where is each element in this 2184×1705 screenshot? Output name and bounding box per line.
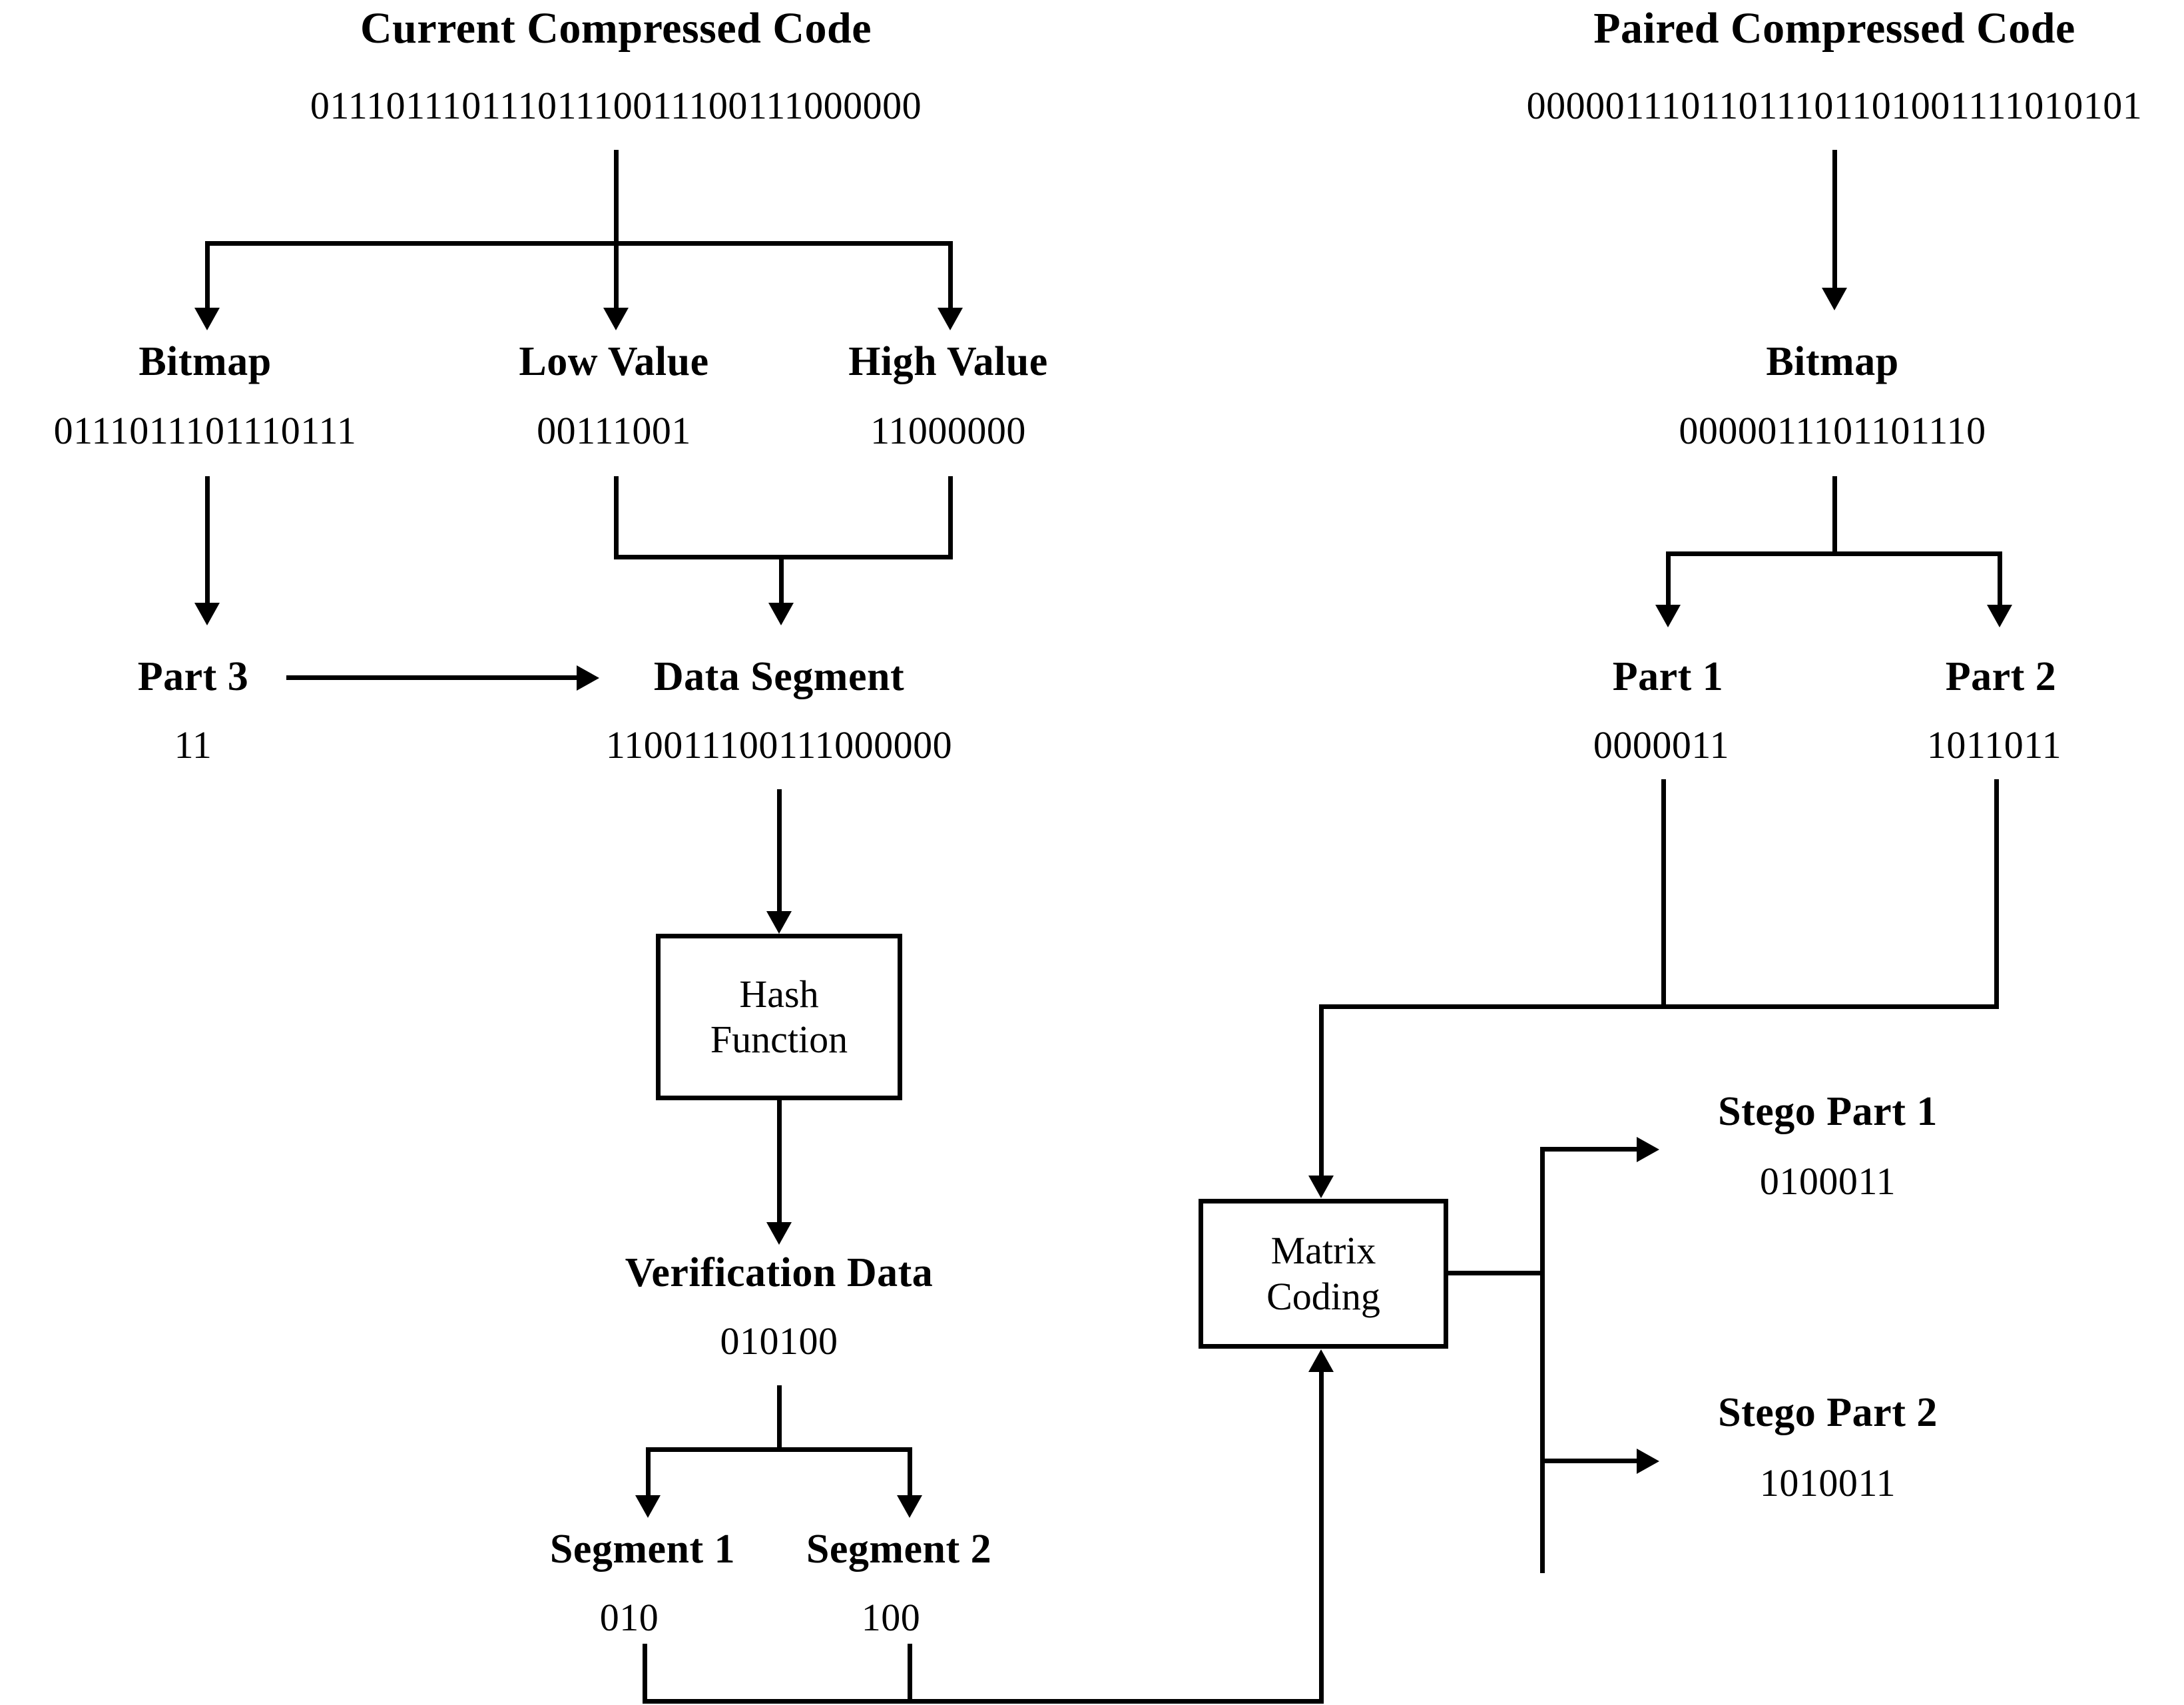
connector-hash-to-verification xyxy=(777,1100,782,1227)
value-verification-data: 010100 xyxy=(720,1319,838,1363)
arrow-right-icon-datasegment xyxy=(577,665,599,691)
connector-drop-high xyxy=(948,241,953,314)
connector-bitmap-to-part3 xyxy=(205,476,210,609)
label-stego-part-1: Stego Part 1 xyxy=(1718,1089,1938,1134)
connector-high-down xyxy=(948,476,953,559)
arrow-down-icon-part3 xyxy=(194,603,220,625)
label-verification-data: Verification Data xyxy=(625,1250,934,1295)
connector-paired-bitmap-bus xyxy=(1666,551,2002,556)
arrow-down-icon-hash xyxy=(766,911,792,934)
arrow-down-icon-part1 xyxy=(1655,605,1681,627)
arrow-down-icon-verification xyxy=(766,1222,792,1245)
arrow-down-icon-high xyxy=(938,308,963,330)
connector-segment2-down xyxy=(908,1644,912,1704)
connector-parts-merge-bus xyxy=(1319,1004,1999,1009)
title-current-compressed-code: Current Compressed Code xyxy=(360,4,872,53)
connector-to-stego2 xyxy=(1540,1459,1640,1463)
label-data-segment: Data Segment xyxy=(653,654,905,699)
connector-code-stem xyxy=(614,150,619,243)
label-bitmap-right: Bitmap xyxy=(1766,339,1899,384)
connector-drop-segment2 xyxy=(908,1447,912,1502)
connector-datasegment-to-hash xyxy=(777,789,782,916)
title-paired-compressed-code: Paired Compressed Code xyxy=(1593,4,2075,53)
connector-code-bus xyxy=(205,241,953,246)
matrix-coding-box[interactable]: Matrix Coding xyxy=(1199,1199,1448,1349)
value-stego-part-1: 0100011 xyxy=(1759,1160,1896,1203)
connector-drop-part1 xyxy=(1666,551,1671,611)
label-part2: Part 2 xyxy=(1945,654,2057,699)
connector-bottom-bus xyxy=(643,1699,1324,1704)
connector-paired-code-stem xyxy=(1832,150,1837,293)
value-segment-1: 010 xyxy=(599,1596,659,1639)
arrow-down-icon-datasegment xyxy=(768,603,794,625)
label-part1: Part 1 xyxy=(1612,654,1724,699)
value-data-segment: 110011100111000000 xyxy=(605,723,953,767)
arrow-up-icon-matrix-coding xyxy=(1308,1349,1334,1372)
connector-verification-bus xyxy=(646,1447,912,1452)
connector-drop-low xyxy=(614,241,619,314)
arrow-down-icon-segment2 xyxy=(897,1495,922,1518)
arrow-right-icon-stego2 xyxy=(1637,1449,1659,1474)
value-high-value: 11000000 xyxy=(870,409,1026,452)
label-segment-2: Segment 2 xyxy=(806,1527,992,1572)
connector-paired-bitmap-stem xyxy=(1832,476,1837,556)
current-compressed-code-value: 01110111011101110011100111000000 xyxy=(310,84,922,127)
hash-box-line-2: Function xyxy=(710,1018,848,1061)
connector-low-down xyxy=(614,476,619,559)
value-low-value: 00111001 xyxy=(537,409,691,452)
label-stego-part-2: Stego Part 2 xyxy=(1718,1390,1938,1435)
connector-segment1-down xyxy=(643,1644,647,1704)
connector-merge-to-datasegment xyxy=(779,555,784,609)
hash-function-box[interactable]: Hash Function xyxy=(656,934,902,1100)
connector-part2-down xyxy=(1994,779,1999,1009)
label-segment-1: Segment 1 xyxy=(549,1527,736,1572)
connector-drop-part2 xyxy=(1998,551,2002,611)
connector-to-stego1 xyxy=(1540,1147,1640,1152)
connector-bottom-bus-riser xyxy=(1319,1372,1324,1702)
connector-verification-stem xyxy=(777,1385,782,1452)
hash-box-line-1: Hash xyxy=(739,972,819,1016)
paired-compressed-code-value: 00000111011011101101001111010101 xyxy=(1526,84,2143,127)
arrow-down-icon-matrix-coding xyxy=(1308,1176,1334,1198)
value-bitmap-left: 0111011101110111 xyxy=(53,409,357,452)
connector-matrix-out-riser xyxy=(1540,1147,1545,1573)
connector-part1-down xyxy=(1661,779,1666,1009)
label-low-value: Low Value xyxy=(519,339,709,384)
arrow-down-icon-bitmap xyxy=(194,308,220,330)
connector-part3-to-datasegment xyxy=(286,675,579,680)
value-part1: 0000011 xyxy=(1593,723,1730,767)
arrow-down-icon-paired-bitmap xyxy=(1822,288,1847,310)
matrix-box-line-1: Matrix xyxy=(1270,1229,1376,1273)
value-part2: 1011011 xyxy=(1926,723,2062,767)
value-part3: 11 xyxy=(174,723,212,767)
arrow-down-icon-low xyxy=(603,308,629,330)
matrix-box-line-2: Coding xyxy=(1266,1274,1380,1318)
value-stego-part-2: 1010011 xyxy=(1759,1461,1896,1505)
label-bitmap-left: Bitmap xyxy=(138,339,272,384)
value-segment-2: 100 xyxy=(861,1596,921,1639)
connector-merge-to-matrix xyxy=(1319,1004,1324,1181)
arrow-down-icon-segment1 xyxy=(635,1495,661,1518)
label-part3: Part 3 xyxy=(137,654,249,699)
value-bitmap-right: 0000011101101110 xyxy=(1679,409,1986,452)
arrow-right-icon-stego1 xyxy=(1637,1137,1659,1162)
connector-matrix-out xyxy=(1448,1271,1545,1275)
label-high-value: High Value xyxy=(848,339,1048,384)
arrow-down-icon-part2 xyxy=(1987,605,2012,627)
connector-drop-segment1 xyxy=(646,1447,651,1502)
connector-drop-bitmap xyxy=(205,241,210,314)
